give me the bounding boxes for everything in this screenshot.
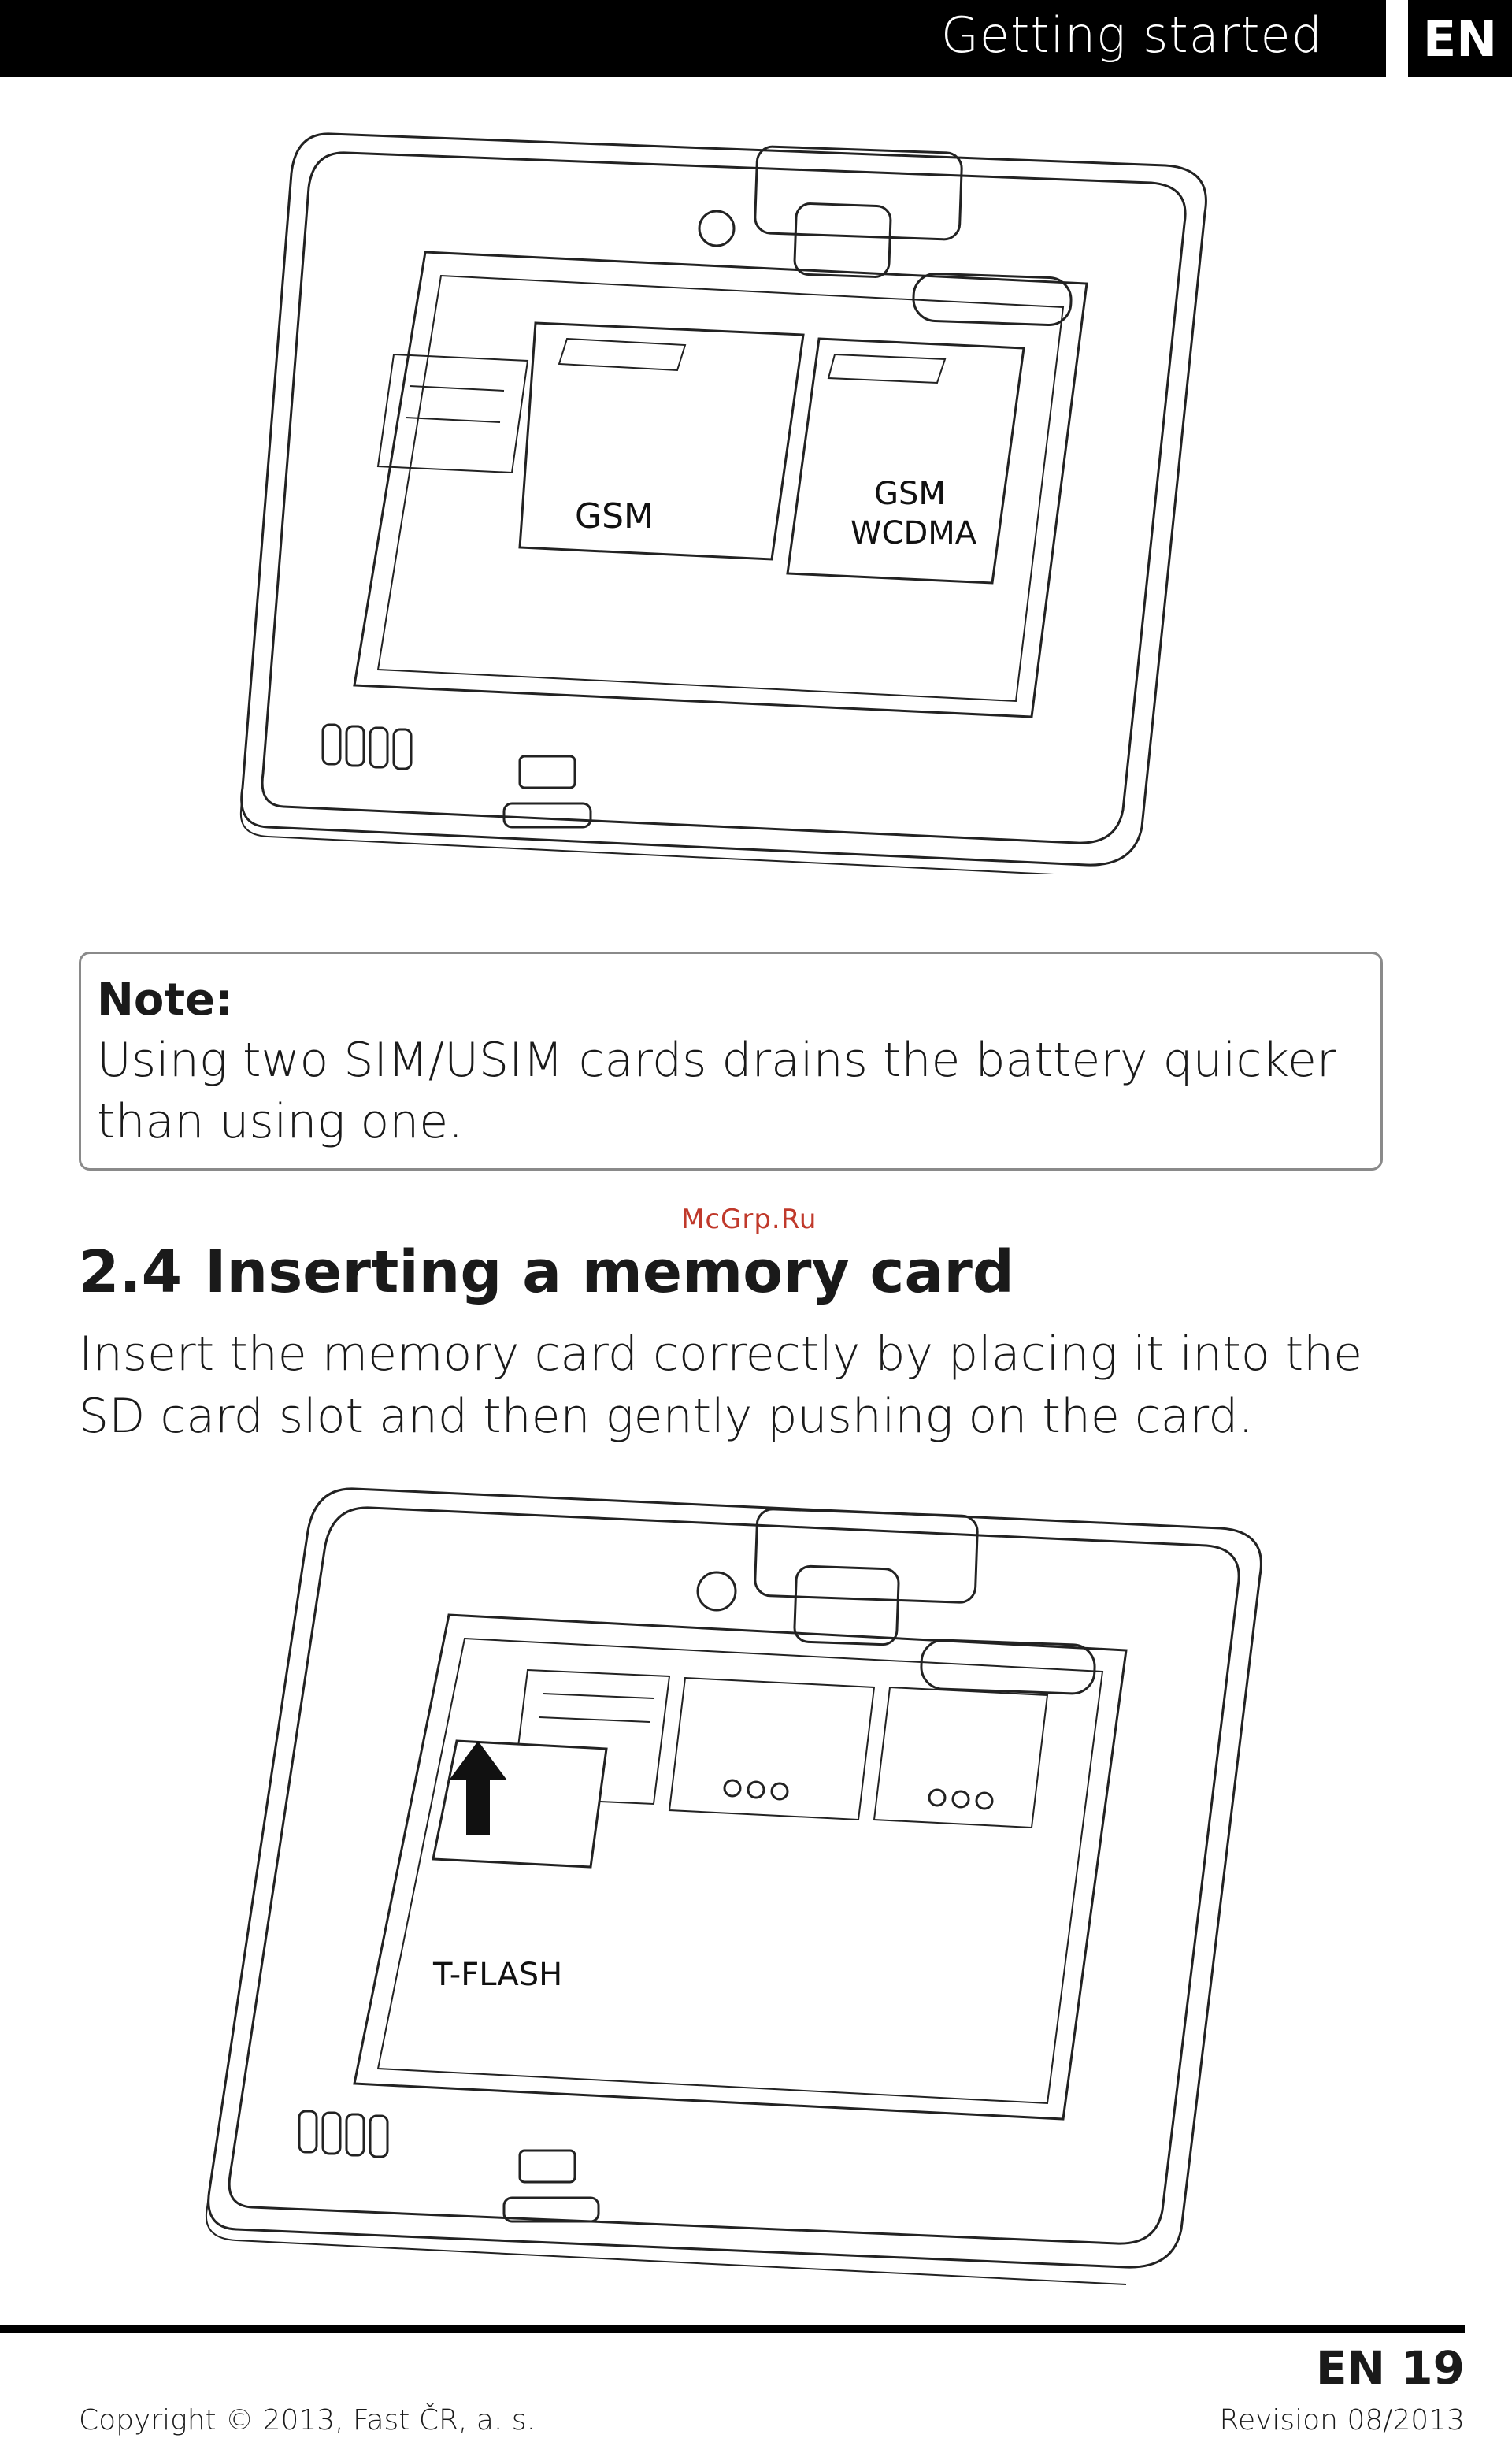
footer-rule [0, 2325, 1465, 2333]
note-text: Using two SIM/USIM cards drains the batt… [97, 1032, 1336, 1149]
header-bar: Getting started [0, 0, 1386, 77]
memory-card-figure: T-FLASH [197, 1473, 1268, 2300]
sim-left-label: GSM [575, 496, 654, 536]
section-title: Inserting a memory card [205, 1238, 1014, 1306]
revision: Revision 08/2013 [1219, 2404, 1465, 2436]
vents [321, 723, 592, 829]
sim-slot-left: GSM [518, 321, 805, 561]
copyright: Copyright © 2013, Fast ČR, a. s. [79, 2404, 536, 2436]
watermark: McGrp.Ru [681, 1204, 817, 1235]
sim-slot-left [668, 1676, 876, 1821]
memory-card [432, 1739, 608, 1869]
phone-outline [239, 132, 1207, 877]
sim-right-label-line1: GSM [874, 476, 946, 512]
note-box: Note: Using two SIM/USIM cards drains th… [79, 952, 1383, 1171]
sim-slot-right: GSM WCDMA [786, 337, 1025, 585]
language-tab: EN [1408, 0, 1512, 77]
camera-module [698, 145, 1073, 327]
sd-card-slot [376, 353, 529, 474]
sim-slot-right [873, 1686, 1049, 1829]
sim-slots-figure: GSM GSM WCDMA [236, 118, 1228, 877]
vents [298, 2110, 600, 2223]
note-title: Note: [97, 974, 233, 1026]
phone-outline [205, 1487, 1262, 2285]
section-body: Insert the memory card correctly by plac… [79, 1327, 1363, 1445]
battery-bay [353, 251, 1088, 718]
battery-bay [353, 1613, 1128, 2121]
page-number: EN 19 [1315, 2341, 1465, 2395]
camera-module [696, 1508, 1096, 1695]
t-flash-label: T-FLASH [432, 1957, 562, 1993]
section-heading: 2.4 Inserting a memory card [79, 1238, 1014, 1306]
header-title: Getting started [940, 6, 1323, 64]
sim-right-label-line2: WCDMA [850, 515, 977, 551]
insert-arrow-icon [449, 1741, 507, 1835]
section-number: 2.4 [79, 1238, 183, 1306]
